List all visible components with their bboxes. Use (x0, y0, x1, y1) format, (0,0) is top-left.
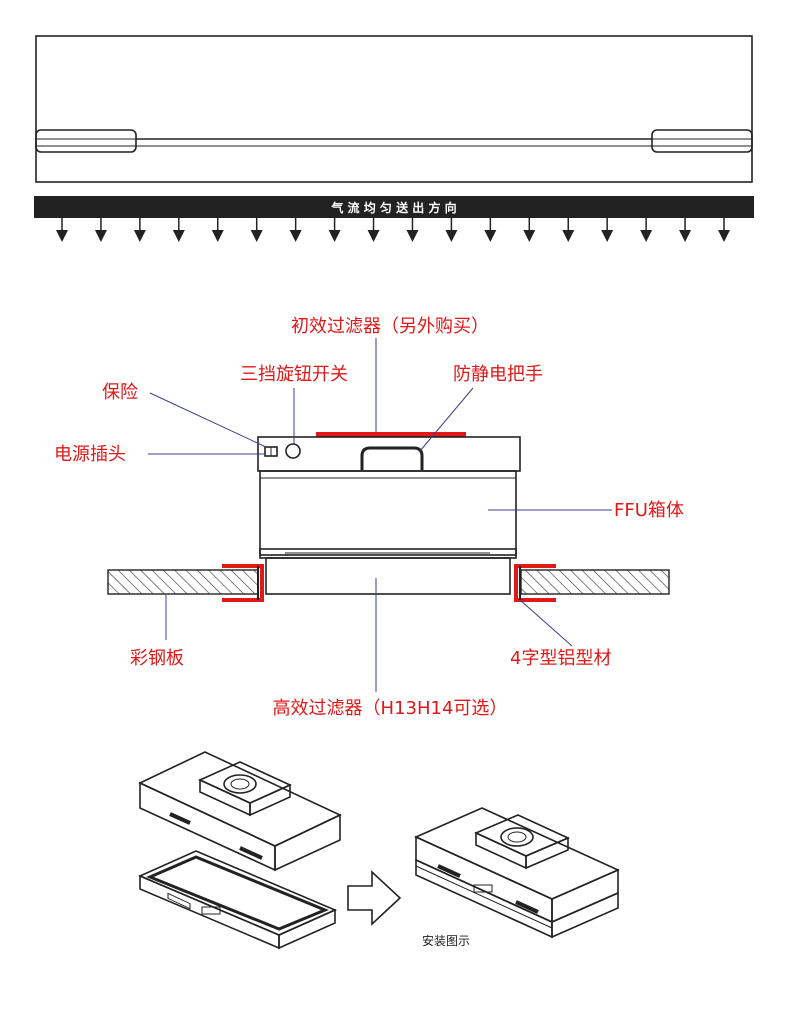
airflow-arrow-icon (484, 218, 497, 242)
airflow-arrow-icon (94, 218, 107, 242)
airflow-arrow-icon (406, 218, 419, 242)
fan-icon (223, 774, 257, 794)
right-profile (514, 564, 556, 602)
label-aluminum-profile: 4字型铝型材 (510, 648, 611, 669)
airflow-arrow-icon (250, 218, 263, 242)
label-antistatic-handle: 防静电把手 (453, 364, 543, 385)
label-ffu-box: FFU箱体 (614, 500, 684, 521)
airflow-bar: 气 流 均 匀 送 出 方 向 (34, 196, 754, 218)
label-color-steel-plate: 彩钢板 (130, 648, 184, 669)
airflow-arrow-icon (289, 218, 302, 242)
airflow-arrow-icon (56, 218, 68, 242)
knob-icon (285, 443, 301, 459)
handle-icon (360, 446, 424, 470)
install-arrow-icon (347, 870, 402, 926)
cross-section (107, 338, 670, 692)
ffu-unit-right (414, 807, 620, 939)
label-power-plug: 电源插头 (54, 444, 126, 465)
filter-panel-left (137, 850, 338, 950)
airflow-arrow-icon (562, 218, 575, 242)
ffu-body (259, 470, 517, 556)
label-prefilter: 初效过滤器（另外购买） (291, 316, 489, 337)
airflow-arrow-icon (211, 218, 224, 242)
label-hepa-filter: 高效过滤器（H13H14可选） (273, 698, 508, 719)
ffu-top-cap (257, 436, 521, 472)
airflow-arrow-icon (718, 218, 730, 242)
install-caption: 安装图示 (422, 933, 470, 948)
right-steel-panel (520, 569, 670, 595)
airflow-arrow-icon (679, 218, 692, 242)
airflow-arrow-icon (172, 218, 185, 242)
airflow-text: 气 流 均 匀 送 出 方 向 (330, 200, 456, 215)
airflow-arrow-icon (523, 218, 536, 242)
ffu-front-view (35, 35, 753, 183)
airflow-arrow-icon (640, 218, 653, 242)
label-knob-switch: 三挡旋钮开关 (240, 364, 348, 385)
airflow-arrows (56, 218, 730, 242)
hepa-filter-box (265, 557, 511, 595)
airflow-arrow-icon (133, 218, 146, 242)
left-handle (35, 129, 137, 153)
airflow-arrow-icon (601, 218, 614, 242)
airflow-arrow-icon (328, 218, 341, 242)
prefilter-bar (316, 432, 466, 437)
left-profile (222, 564, 264, 602)
airflow-arrow-icon (445, 218, 458, 242)
airflow-arrow-icon (367, 218, 380, 242)
install-illustration: 安装图示 (137, 751, 620, 950)
right-handle (651, 129, 753, 153)
label-fuse: 保险 (102, 382, 138, 403)
fan-icon-right (500, 827, 534, 847)
filter-tag (201, 906, 221, 915)
left-steel-panel (107, 569, 259, 595)
labels: 初效过滤器（另外购买） 三挡旋钮开关 防静电把手 保险 电源插头 FFU箱体 彩… (54, 316, 684, 719)
ffu-unit-left (138, 751, 342, 910)
